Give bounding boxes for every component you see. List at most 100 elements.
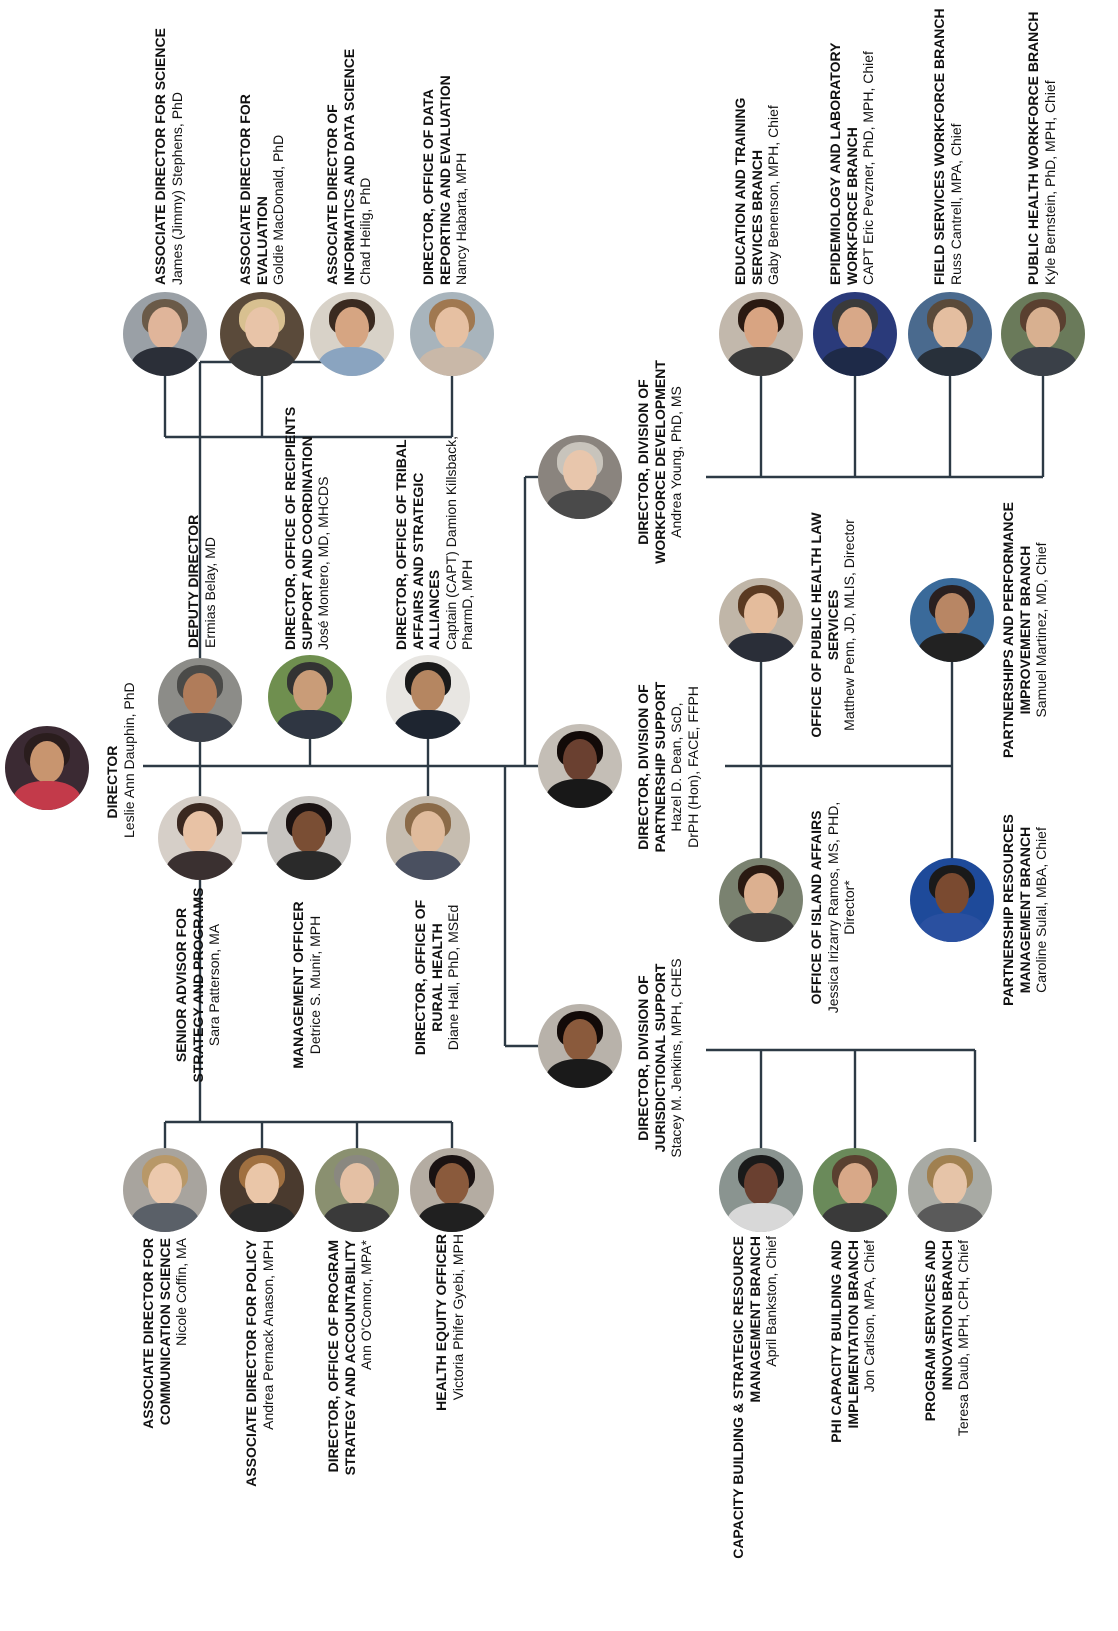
epi-photo bbox=[813, 292, 897, 376]
partnership-title-1: DIRECTOR, DIVISION OF bbox=[635, 684, 651, 850]
communication-name: Nicole Coffin, MA bbox=[173, 1238, 190, 1346]
director-title: DIRECTOR bbox=[104, 745, 120, 819]
director-name: Leslie Ann Dauphin, PhD bbox=[120, 682, 137, 838]
informatics-name: Chad Heilig, PhD bbox=[357, 177, 374, 285]
data-reporting-name: Nancy Habarta, MPH bbox=[453, 152, 470, 285]
informatics-title-2: INFORMATICS AND DATA SCIENCE bbox=[340, 48, 357, 285]
ph-workforce-label: PUBLIC HEALTH WORKFORCE BRANCH Kyle Bern… bbox=[1025, 12, 1058, 286]
perf-title-1: PARTNERSHIPS AND PERFORMANCE bbox=[1000, 502, 1016, 758]
resources-photo bbox=[910, 858, 994, 942]
rural-title-2: RURAL HEALTH bbox=[428, 923, 445, 1032]
program-strategy-title-1: DIRECTOR, OFFICE OF PROGRAM bbox=[325, 1240, 341, 1473]
tribal-label: DIRECTOR, OFFICE OF TRIBAL AFFAIRS AND S… bbox=[393, 436, 476, 650]
communication-photo bbox=[123, 1148, 207, 1232]
deputy-photo bbox=[158, 658, 242, 742]
partnership-name-2: DrPH (Hon), FACE, FFPH bbox=[684, 686, 701, 848]
rural-label: DIRECTOR, OFFICE OF RURAL HEALTH Diane H… bbox=[412, 895, 462, 1060]
island-label: OFFICE OF ISLAND AFFAIRS Jessica Irizarr… bbox=[808, 795, 858, 1020]
recipients-name: José Montero, MD, MHCDS bbox=[315, 476, 332, 650]
program-services-title-1: PROGRAM SERVICES AND bbox=[922, 1240, 938, 1422]
tribal-name-2: PharmD, MPH bbox=[459, 559, 476, 650]
resources-label: PARTNERSHIP RESOURCES MANAGEMENT BRANCH … bbox=[1000, 810, 1050, 1010]
capacity-title-2: MANAGEMENT BRANCH bbox=[746, 1236, 763, 1403]
education-label: EDUCATION AND TRAINING SERVICES BRANCH G… bbox=[732, 98, 782, 285]
science-name: James (Jimmy) Stephens, PhD bbox=[168, 92, 185, 285]
policy-title: ASSOCIATE DIRECTOR FOR POLICY bbox=[243, 1240, 259, 1487]
law-title-2: SERVICES bbox=[824, 589, 841, 661]
tribal-title-3: ALLIANCES bbox=[426, 569, 443, 650]
jurisdictional-label: DIRECTOR, DIVISION OF JURISDICTIONAL SUP… bbox=[635, 948, 685, 1168]
program-strategy-label: DIRECTOR, OFFICE OF PROGRAM STRATEGY AND… bbox=[325, 1240, 375, 1490]
education-title-1: EDUCATION AND TRAINING bbox=[732, 97, 748, 285]
workforce-name: Andrea Young, PhD, MS bbox=[668, 386, 685, 538]
partnership-photo bbox=[538, 724, 622, 808]
evaluation-title-2: EVALUATION bbox=[253, 196, 270, 285]
deputy-label: DEPUTY DIRECTOR Ermias Belay, MD bbox=[185, 515, 218, 648]
tribal-title-2: AFFAIRS AND STRATEGIC bbox=[409, 472, 426, 650]
program-services-photo bbox=[908, 1148, 992, 1232]
senior-advisor-label: SENIOR ADVISOR FOR STRATEGY AND PROGRAMS… bbox=[173, 880, 223, 1090]
informatics-label: ASSOCIATE DIRECTOR OF INFORMATICS AND DA… bbox=[324, 49, 374, 285]
phi-title-1: PHI CAPACITY BUILDING AND bbox=[828, 1240, 844, 1443]
jurisdictional-title-1: DIRECTOR, DIVISION OF bbox=[635, 975, 651, 1141]
tribal-name-1: Captain (CAPT) Damion Killsback, bbox=[442, 436, 459, 650]
data-reporting-photo bbox=[410, 292, 494, 376]
policy-label: ASSOCIATE DIRECTOR FOR POLICY Andrea Per… bbox=[243, 1240, 276, 1490]
management-name: Detrice S. Munir, MPH bbox=[306, 915, 323, 1055]
law-label: OFFICE OF PUBLIC HEALTH LAW SERVICES Mat… bbox=[808, 505, 858, 745]
law-name: Matthew Penn, JD, MLIS, Director bbox=[841, 519, 858, 731]
workforce-title-1: DIRECTOR, DIVISION OF bbox=[635, 379, 651, 545]
resources-title-2: MANAGEMENT BRANCH bbox=[1016, 826, 1033, 994]
recipients-title-1: DIRECTOR, OFFICE OF RECIPIENTS bbox=[282, 406, 298, 650]
recipients-photo bbox=[268, 655, 352, 739]
deputy-name: Ermias Belay, MD bbox=[201, 537, 218, 648]
field-photo bbox=[908, 292, 992, 376]
capacity-label: CAPACITY BUILDING & STRATEGIC RESOURCE M… bbox=[730, 1236, 780, 1626]
perf-label: PARTNERSHIPS AND PERFORMANCE IMPROVEMENT… bbox=[1000, 495, 1050, 765]
jurisdictional-name: Stacey M. Jenkins, MPH, CHES bbox=[668, 958, 685, 1158]
education-title-2: SERVICES BRANCH bbox=[748, 149, 765, 285]
recipients-title-2: SUPPORT AND COORDINATION bbox=[298, 436, 315, 650]
health-equity-photo bbox=[410, 1148, 494, 1232]
program-strategy-title-2: STRATEGY AND ACCOUNTABILITY bbox=[341, 1240, 358, 1476]
management-label: MANAGEMENT OFFICER Detrice S. Munir, MPH bbox=[290, 895, 323, 1075]
management-title: MANAGEMENT OFFICER bbox=[290, 901, 306, 1069]
policy-photo bbox=[220, 1148, 304, 1232]
communication-title-1: ASSOCIATE DIRECTOR FOR bbox=[140, 1238, 156, 1429]
ph-workforce-title: PUBLIC HEALTH WORKFORCE BRANCH bbox=[1025, 11, 1041, 286]
director-photo bbox=[5, 726, 89, 810]
informatics-title-1: ASSOCIATE DIRECTOR OF bbox=[324, 104, 340, 285]
jurisdictional-photo bbox=[538, 1004, 622, 1088]
health-equity-label: HEALTH EQUITY OFFICER Victoria Phifer Gy… bbox=[433, 1234, 466, 1434]
program-strategy-name: Ann O'Connor, MPA* bbox=[358, 1240, 375, 1371]
deputy-title: DEPUTY DIRECTOR bbox=[185, 514, 201, 648]
ph-workforce-photo bbox=[1001, 292, 1085, 376]
perf-name: Samuel Martinez, MD, Chief bbox=[1033, 542, 1050, 718]
workforce-photo bbox=[538, 435, 622, 519]
evaluation-label: ASSOCIATE DIRECTOR FOR EVALUATION Goldie… bbox=[237, 94, 287, 285]
phi-title-2: IMPLEMENTATION BRANCH bbox=[844, 1240, 861, 1429]
field-name: Russ Cantrell, MPA, Chief bbox=[947, 123, 964, 285]
partnership-label: DIRECTOR, DIVISION OF PARTNERSHIP SUPPOR… bbox=[635, 672, 701, 862]
law-photo bbox=[719, 578, 803, 662]
field-title: FIELD SERVICES WORKFORCE BRANCH bbox=[931, 8, 947, 285]
recipients-label: DIRECTOR, OFFICE OF RECIPIENTS SUPPORT A… bbox=[282, 407, 332, 650]
island-title: OFFICE OF ISLAND AFFAIRS bbox=[808, 810, 824, 1005]
tribal-photo bbox=[386, 655, 470, 739]
perf-title-2: IMPROVEMENT BRANCH bbox=[1016, 545, 1033, 715]
science-title: ASSOCIATE DIRECTOR FOR SCIENCE bbox=[152, 28, 168, 285]
health-equity-name: Victoria Phifer Gyebi, MPH bbox=[449, 1234, 466, 1401]
rural-name: Diane Hall, PhD, MSEd bbox=[445, 904, 462, 1051]
partnership-title-2: PARTNERSHIP SUPPORT bbox=[651, 681, 668, 853]
epi-title-1: EPIDEMIOLOGY AND LABORATORY bbox=[827, 42, 843, 285]
communication-title-2: COMMUNICATION SCIENCE bbox=[156, 1238, 173, 1426]
resources-name: Caroline Sulal, MBA, Chief bbox=[1033, 827, 1050, 993]
capacity-title-1: CAPACITY BUILDING & STRATEGIC RESOURCE bbox=[730, 1236, 746, 1559]
director-label: DIRECTOR Leslie Ann Dauphin, PhD bbox=[104, 682, 137, 838]
phi-label: PHI CAPACITY BUILDING AND IMPLEMENTATION… bbox=[828, 1240, 878, 1500]
senior-advisor-title-2: STRATEGY AND PROGRAMS bbox=[189, 887, 206, 1083]
epi-name: CAPT Eric Pevzner, PhD, MPH, Chief bbox=[860, 51, 877, 285]
phi-name: Jon Carlson, MPA, Chief bbox=[861, 1240, 878, 1393]
capacity-photo bbox=[719, 1148, 803, 1232]
